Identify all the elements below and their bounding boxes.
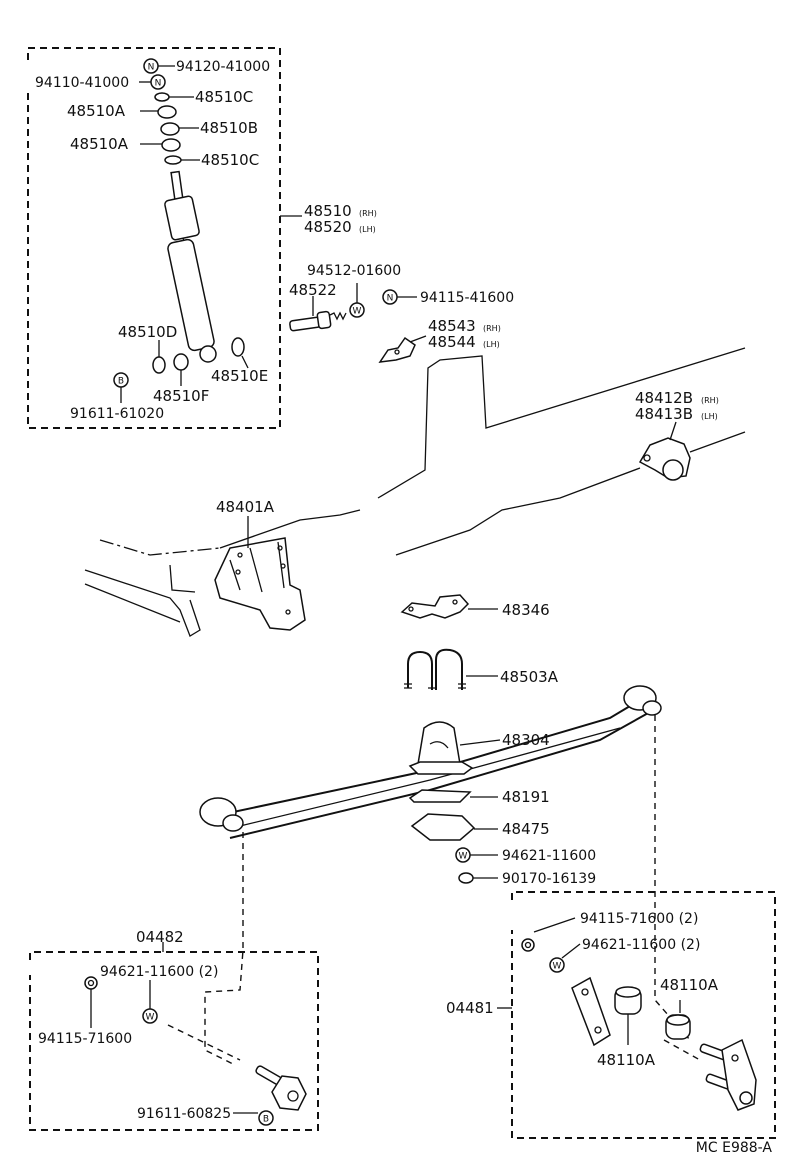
bushing-48510B — [160, 122, 180, 136]
svg-text:B: B — [118, 377, 124, 387]
label-48475: 48475 — [502, 820, 550, 838]
washer-48510C-top — [154, 92, 170, 102]
plate-48346: 48346 — [400, 594, 550, 619]
label-94110-41000: 94110-41000 — [35, 75, 129, 91]
nut-icon-94115-a — [84, 976, 98, 990]
bushing-48510E — [231, 337, 245, 357]
svg-text:N: N — [155, 79, 162, 89]
label-48520: 48520 — [304, 218, 352, 236]
label-48510-rh: (RH) — [359, 209, 377, 218]
label-48412B: 48412B — [635, 389, 693, 407]
label-48191: 48191 — [502, 788, 550, 806]
label-48510A-bottom: 48510A — [70, 135, 129, 153]
label-48520-lh: (LH) — [359, 225, 376, 234]
label-90170-16139: 90170-16139 — [502, 871, 596, 887]
diagram-code: MC E988-A — [696, 1140, 773, 1156]
washer-symbol-94621-a: W — [455, 847, 498, 863]
label-48510E: 48510E — [211, 367, 268, 385]
label-48510: 48510 — [304, 202, 352, 220]
label-48544: 48544 — [428, 333, 476, 351]
label-48543: 48543 — [428, 317, 476, 335]
pin-91611-60825 — [255, 1065, 307, 1111]
label-48510F: 48510F — [153, 387, 209, 405]
bracket-48543: 48543 (RH) 48544 (LH) — [378, 317, 501, 363]
bushing-48510D — [152, 356, 166, 374]
u-bolts-48503A: 48503A — [404, 648, 559, 690]
nut-90170 — [458, 872, 498, 884]
label-94512-01600: 94512-01600 — [307, 263, 401, 279]
shackle-plate — [571, 976, 611, 1047]
shackle-pin-assembly — [699, 1038, 757, 1111]
label-48510D: 48510D — [118, 323, 177, 341]
bushing-48510F — [173, 353, 189, 371]
label-48413B-lh: (LH) — [701, 412, 718, 421]
label-48412B-rh: (RH) — [701, 396, 719, 405]
svg-text:N: N — [148, 63, 155, 73]
label-48522: 48522 — [289, 281, 337, 299]
svg-text:W: W — [146, 1013, 155, 1023]
label-94115-41600: 94115-41600 — [420, 290, 514, 306]
bushing-48110A-b — [665, 1014, 691, 1040]
label-91611-60825: 91611-60825 — [137, 1106, 231, 1122]
bolt-symbol-91611-60825: B — [258, 1110, 274, 1126]
label-48510C-bottom: 48510C — [201, 151, 259, 169]
label-94621-11600-x2: 94621-11600 (2) — [100, 964, 218, 980]
label-48543-rh: (RH) — [483, 324, 501, 333]
hanger-48412B: 48412B (RH) 48413B (LH) — [635, 389, 719, 481]
label-48110A-a: 48110A — [597, 1051, 656, 1069]
nut-symbol-94120: N — [143, 58, 159, 74]
label-48346: 48346 — [502, 601, 550, 619]
plate-48475: 48475 — [410, 813, 550, 841]
label-48413B: 48413B — [635, 405, 693, 423]
label-94115-71600: 94115-71600 — [38, 1031, 132, 1047]
shackle-pin-48522: 48522 — [289, 281, 347, 332]
bumper-seat-48304: 48304 — [408, 721, 550, 775]
svg-text:W: W — [553, 962, 562, 972]
nut-symbol-94115-41600: N — [382, 289, 417, 305]
washer-48510C-bottom — [164, 155, 182, 165]
label-48510B: 48510B — [200, 119, 258, 137]
shock-absorber-group: N N B 94120-41000 94110-41000 48510C 485… — [27, 47, 377, 429]
nut-icon-94115-b — [521, 938, 535, 952]
label-48544-lh: (LH) — [483, 340, 500, 349]
bushing-48510A-top — [157, 105, 177, 119]
svg-text:W: W — [353, 307, 362, 317]
group-04482: 04482 94115-71600 W 94621-11600 (2) B 91… — [29, 928, 319, 1131]
bolt-symbol-91611-61020: B — [113, 372, 129, 388]
washer-symbol-94621-c: W — [549, 957, 565, 973]
label-94621-11600-c: 94621-11600 (2) — [582, 937, 700, 953]
group-04481: 04481 94115-71600 (2) W 94621-11600 (2) … — [446, 891, 776, 1139]
svg-text:B: B — [263, 1115, 269, 1125]
label-48401A: 48401A — [216, 498, 275, 516]
washer-symbol-94512: W — [349, 283, 365, 318]
label-48110A-b: 48110A — [660, 976, 719, 994]
leaf-spring — [199, 685, 662, 839]
label-04481: 04481 — [446, 999, 494, 1017]
pad-48191: 48191 — [408, 788, 550, 806]
label-91611-61020: 91611-61020 — [70, 406, 164, 422]
bracket-48401A: 48401A — [214, 498, 306, 631]
label-94115-71600-x2: 94115-71600 (2) — [580, 911, 698, 927]
label-48503A: 48503A — [500, 668, 559, 686]
washer-symbol-94621-b: W — [142, 1008, 158, 1024]
label-94120-41000: 94120-41000 — [176, 59, 270, 75]
svg-text:N: N — [387, 294, 394, 304]
label-48510C-top: 48510C — [195, 88, 253, 106]
label-04482: 04482 — [136, 928, 184, 946]
label-94621-11600: 94621-11600 — [502, 848, 596, 864]
bushing-48510A-bottom — [161, 138, 181, 152]
frame-rail — [84, 347, 746, 637]
bushing-48110A-a — [614, 986, 642, 1015]
label-48510A-top: 48510A — [67, 102, 126, 120]
shock-absorber — [164, 170, 217, 363]
nut-symbol-94110: N — [150, 74, 166, 90]
svg-text:W: W — [459, 852, 468, 862]
label-48304: 48304 — [502, 731, 550, 749]
